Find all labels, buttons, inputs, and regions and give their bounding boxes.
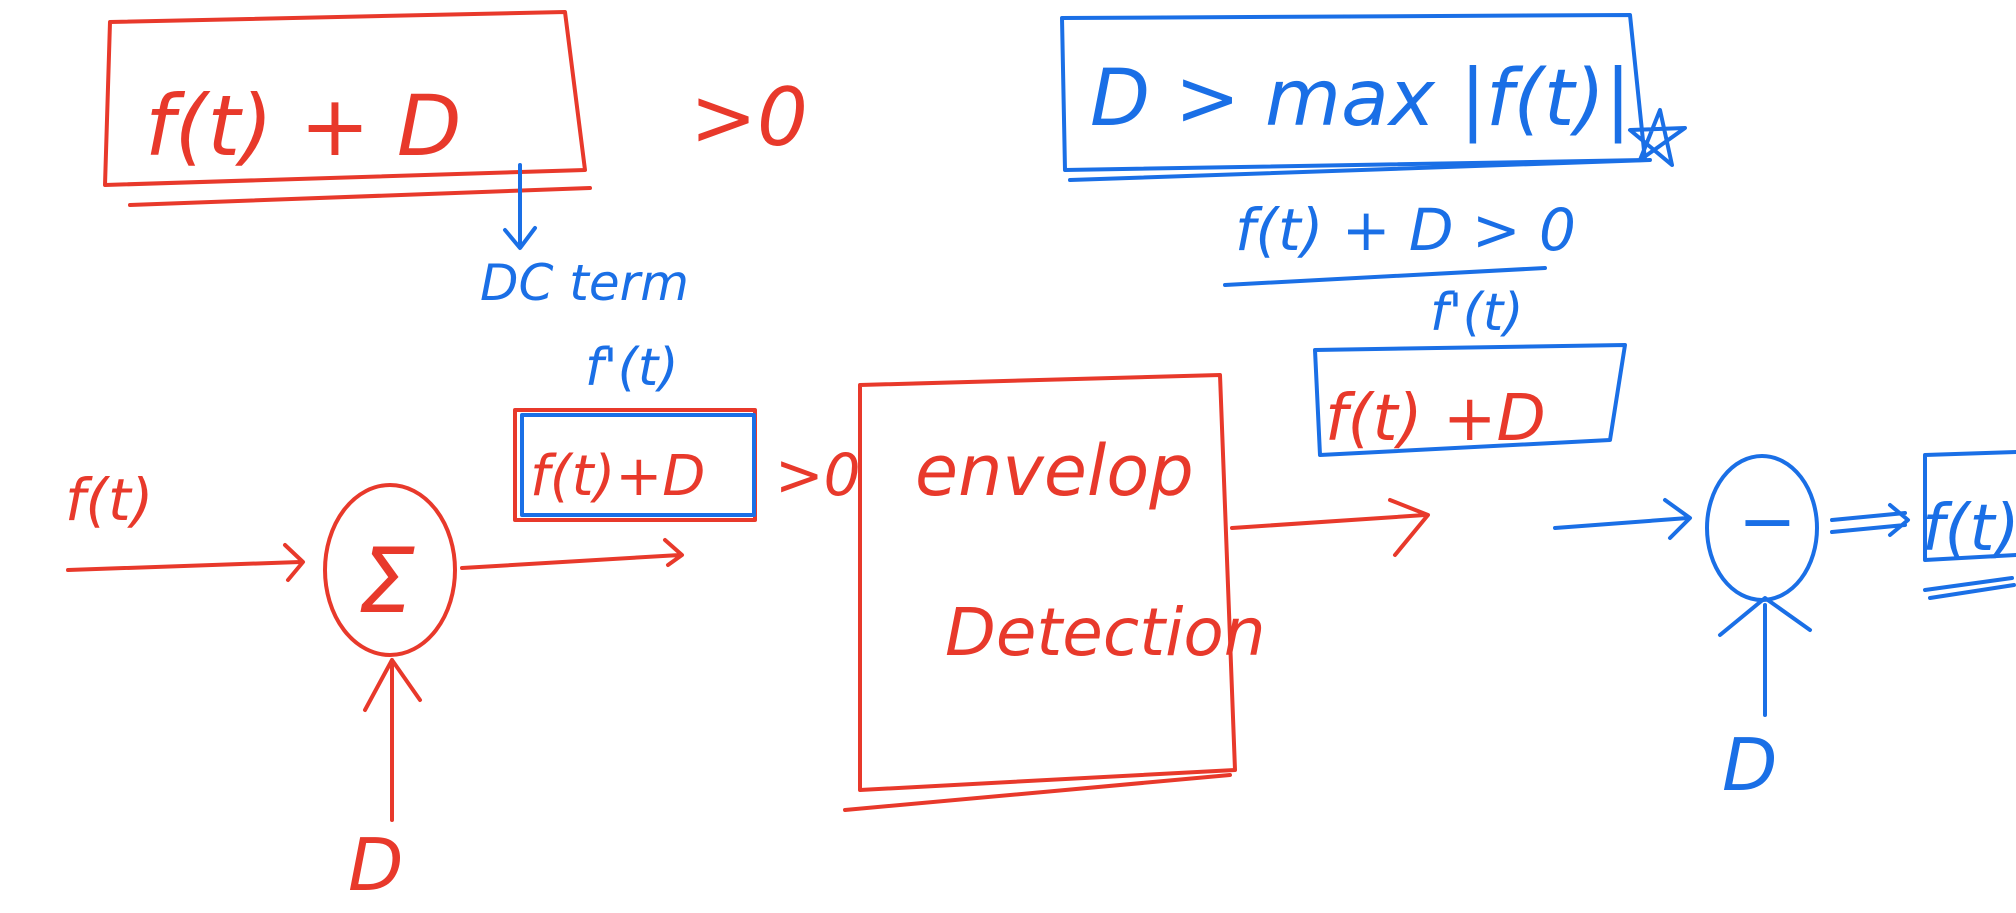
adder-circle [323,483,457,657]
positive-condition-text: >0 [690,71,808,164]
detector-line1: envelop [915,430,1194,512]
adder-bias-label: D [348,823,403,907]
detector-output-box [1313,343,1627,457]
derived-underline [1223,266,1547,287]
final-output-underline [1923,576,2016,600]
subtractor-bias-arrow [1718,596,1812,717]
top-left-expression-group: f(t) + D >0 DC term [103,10,808,312]
detector-line2: Detection [945,594,1266,671]
condition-text: D > max |f(t)| [1090,54,1631,144]
star-mark [1628,108,1687,167]
envelope-detector-block [858,373,1237,792]
final-output-text: f(t) [1922,492,2016,566]
subtractor-input-arrow [1553,498,1692,540]
top-right-condition-group: D > max |f(t)| f(t) + D > 0 [1060,13,1687,287]
adder-bias-arrow [363,658,422,822]
final-output-box [1923,450,2016,562]
sum-positive-condition: >0 [775,441,861,509]
derived-condition-text: f(t) + D > 0 [1235,196,1576,264]
detector-output-arrow [1230,498,1430,557]
envelope-detector-edge [843,773,1232,812]
input-label: f(t) [65,466,153,534]
sum-alt-label: f'(t) [585,338,679,398]
expression-underline [128,186,592,207]
adder-symbol: Σ [358,529,415,634]
expression-box [103,10,587,187]
detector-output-text: f(t) +D [1325,382,1546,456]
expression-text: f(t) + D [145,77,462,175]
subtractor-symbol: − [1738,480,1797,562]
sum-box-blue [520,413,756,517]
subtractor-bias-label: D [1722,723,1777,807]
sum-text: f(t)+D [530,444,705,509]
condition-underline [1068,158,1652,182]
detector-output-alt: f'(t) [1430,283,1524,343]
adder-output-arrow [460,538,684,570]
input-arrow [66,543,305,582]
dc-term-label: DC term [480,254,689,312]
dc-term-arrow [503,163,537,250]
final-output-arrow [1830,503,1910,537]
block-diagram: f(t) Σ D f(t)+D f'(t) >0 envelop Detecti… [65,283,2016,907]
